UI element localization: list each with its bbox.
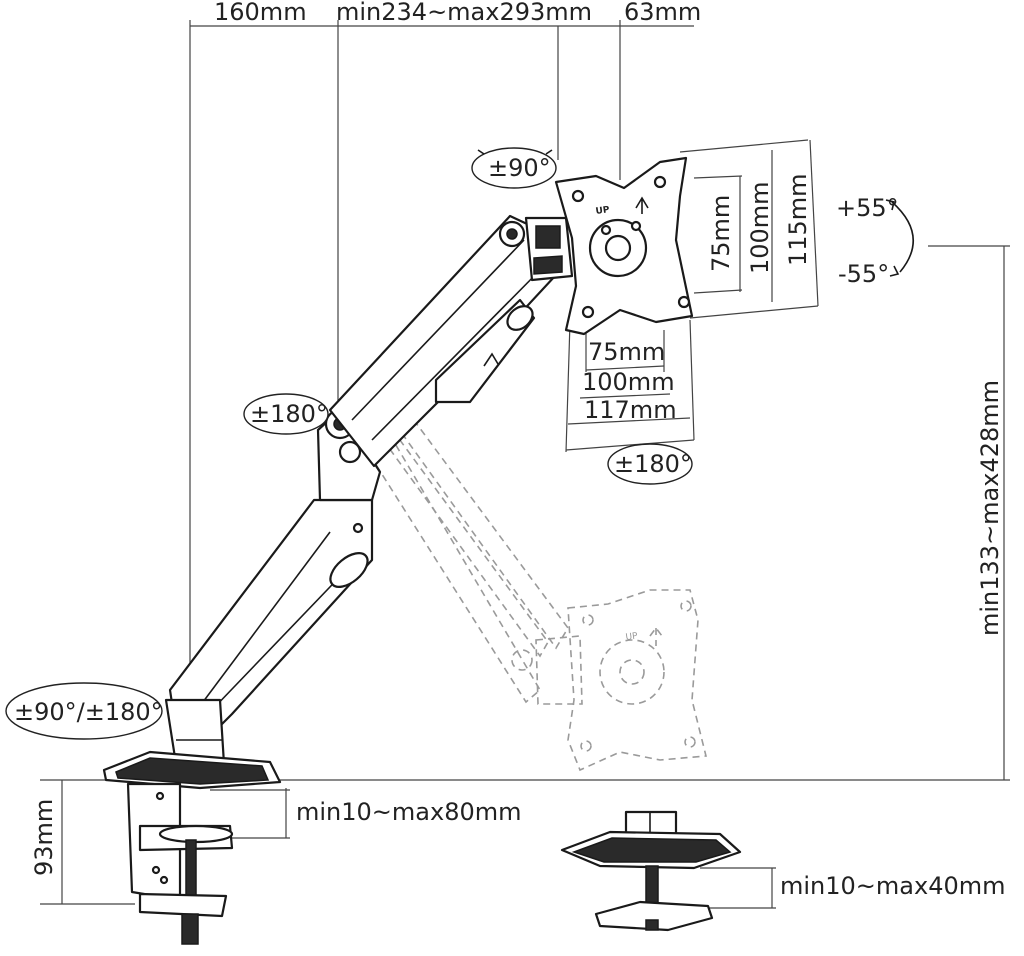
label-tilt-up: +55° [836, 194, 899, 222]
label-tilt-depth: 63mm [624, 0, 701, 26]
rotation-badge-swivel [471, 147, 557, 189]
rotation-labels: ±90° +55° -55° ±180° ±180° ±90°/±180° [14, 154, 899, 726]
label-vesa-v75: 75mm [707, 195, 735, 272]
label-height-range: min133~max428mm [976, 380, 1004, 636]
desk-clamp [102, 750, 282, 945]
arm-assembly [164, 214, 574, 766]
label-vesa-v100: 100mm [746, 181, 774, 274]
label-elbow: ±180° [250, 400, 328, 428]
label-grommet-thickness: min10~max40mm [780, 872, 1006, 900]
rotation-badge-elbow [243, 393, 329, 435]
dimension-lines [40, 20, 1010, 909]
rotation-badge-base [5, 682, 163, 740]
label-vesa-h100: 100mm [582, 368, 675, 396]
label-swivel-head: ±90° [488, 154, 551, 182]
label-vesa-h75: 75mm [588, 338, 665, 366]
grommet-mount [560, 810, 742, 932]
label-tilt-down: -55° [838, 260, 889, 288]
plate-up-text: UP [595, 205, 611, 217]
label-top-offset: 160mm [214, 0, 307, 26]
tilt-arc [885, 199, 914, 277]
label-vesa-v115: 115mm [784, 173, 812, 266]
label-arm-reach: min234~max293mm [336, 0, 592, 26]
label-base: ±90°/±180° [14, 698, 163, 726]
label-clamp-thickness: min10~max80mm [296, 798, 522, 826]
rotation-badge-plate [607, 443, 693, 485]
vesa-plate [554, 156, 694, 336]
label-vesa-h117: 117mm [584, 396, 677, 424]
ghost-up-text: UP [625, 631, 639, 643]
dimension-labels: 160mm min234~max293mm 63mm 75mm 100mm 11… [30, 0, 1006, 900]
label-clamp-height: 93mm [30, 799, 58, 876]
label-rotation-plate: ±180° [614, 450, 692, 478]
